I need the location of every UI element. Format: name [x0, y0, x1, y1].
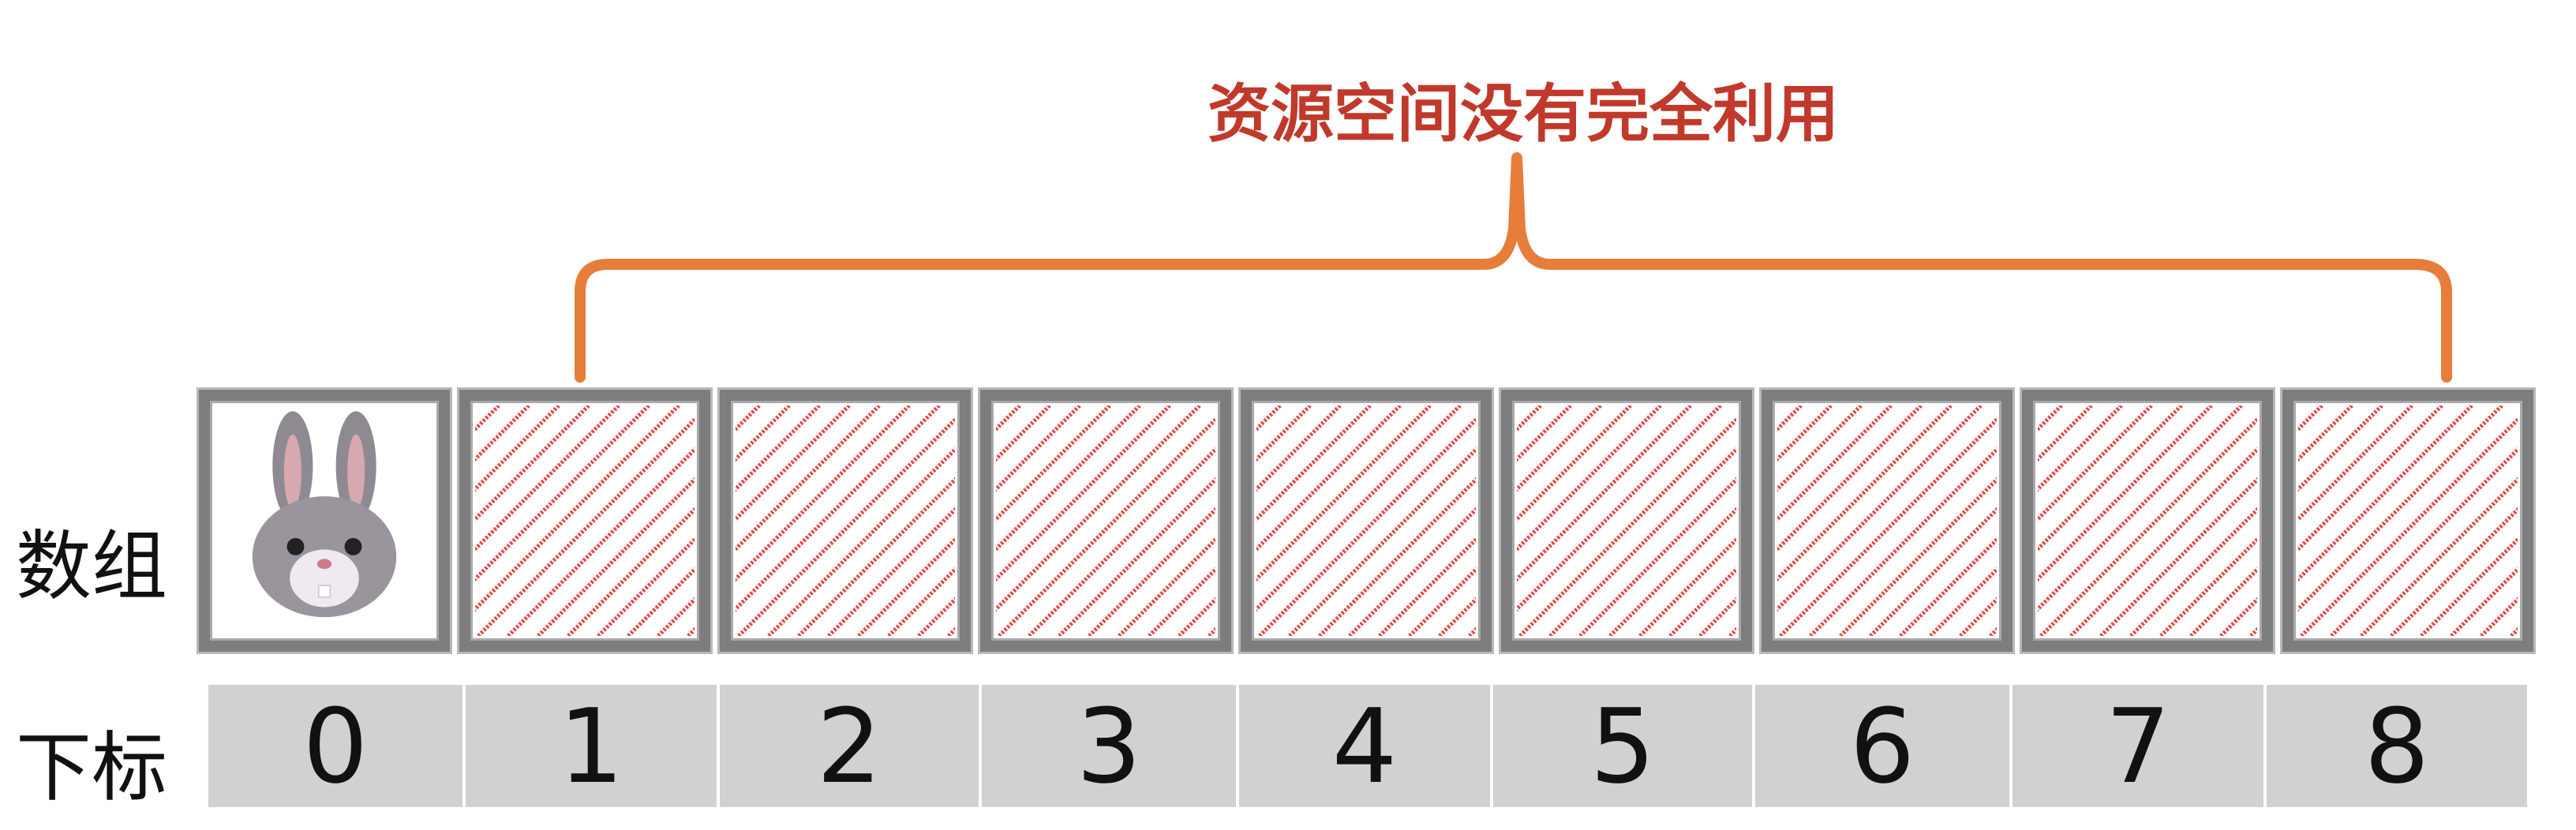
- array-cell-unused: [1241, 390, 1492, 652]
- index-cell: 2: [720, 685, 982, 807]
- index-cell: 5: [1493, 685, 1755, 807]
- hatch-pattern: [1777, 406, 1997, 636]
- index-cell: 7: [2012, 685, 2267, 807]
- array-cell-unused: [459, 390, 710, 652]
- hatch-pattern: [2298, 406, 2518, 636]
- rabbit-icon: [210, 401, 439, 641]
- index-cell: 0: [208, 685, 466, 807]
- array-cell-unused: [2282, 390, 2533, 652]
- hatch-pattern: [1256, 406, 1476, 636]
- unused-space-annotation: 资源空间没有完全利用: [1208, 77, 1839, 151]
- array-cell-unused: [980, 390, 1231, 652]
- index-cell: 6: [1755, 685, 2012, 807]
- index-cell: 3: [982, 685, 1239, 807]
- hatch-pattern: [2038, 406, 2257, 636]
- hatch-pattern: [1517, 406, 1736, 636]
- array-cell-unused: [2022, 390, 2273, 652]
- array-cell-unused: [720, 390, 971, 652]
- array-cell-unused: [1762, 390, 2012, 652]
- array-cells: [199, 390, 2567, 662]
- index-cell: 8: [2267, 685, 2530, 807]
- array-cell-used: [199, 390, 450, 652]
- hatch-pattern: [475, 406, 695, 636]
- hatch-pattern: [996, 406, 1215, 636]
- index-cell: 1: [466, 685, 720, 807]
- array-row-label: 数组: [16, 522, 167, 611]
- index-cell: 4: [1239, 685, 1493, 807]
- hatch-pattern: [736, 406, 955, 636]
- index-row-label: 下标: [16, 723, 167, 812]
- array-cell-unused: [1501, 390, 1752, 652]
